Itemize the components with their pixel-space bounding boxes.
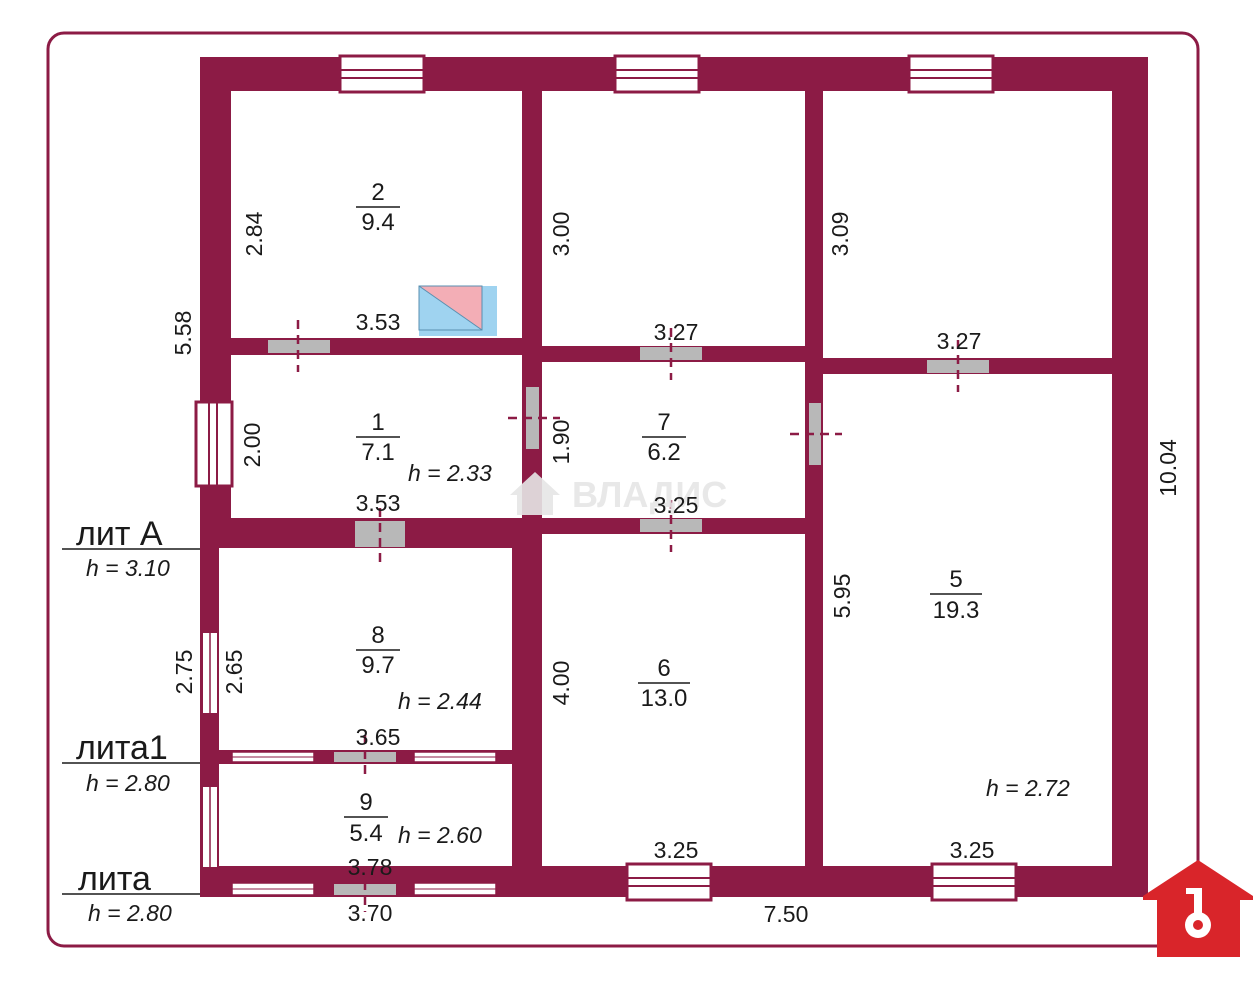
windows [194, 54, 1018, 902]
dim-595: 5.95 [829, 574, 855, 619]
dim-558: 5.58 [170, 311, 196, 356]
outer-frame [46, 31, 1200, 948]
label-lit-a: лита [78, 860, 151, 898]
door-col2-up [640, 347, 702, 360]
dim-275: 2.75 [171, 650, 197, 695]
wall-2-1 [200, 338, 530, 355]
dimensions-horizontal: 3.53 3.27 3.27 3.53 3.25 3.65 3.78 3.70 … [348, 309, 995, 927]
room-1-number: 1 [371, 409, 384, 436]
door-7-6 [640, 519, 702, 532]
door-1-7 [526, 387, 539, 449]
window-8-9-b [413, 751, 497, 763]
dim-284: 2.84 [241, 211, 267, 256]
liter-labels: лит А h = 3.10 лита1 h = 2.80 лита h = 2… [62, 515, 200, 926]
wall-col2-col3 [805, 57, 823, 897]
dim-400: 4.00 [548, 661, 574, 706]
window-top-2 [613, 54, 701, 94]
room-6-area: 13.0 [641, 685, 688, 712]
dim-309: 3.09 [827, 212, 853, 257]
height-room-1: h = 2.33 [408, 460, 492, 486]
room-8-number: 8 [371, 622, 384, 649]
room-5-number: 5 [949, 566, 962, 593]
window-left-1 [194, 400, 234, 488]
dim-365: 3.65 [356, 724, 401, 750]
dimensions-vertical: 2.84 3.00 3.09 5.58 2.00 1.90 10.04 5.95… [170, 211, 1181, 705]
height-room-8: h = 2.44 [398, 688, 482, 714]
dim-370: 3.70 [348, 900, 393, 926]
ceiling-heights: h = 2.33 h = 2.44 h = 2.60 h = 2.72 [398, 460, 1070, 848]
dim-378: 3.78 [348, 854, 393, 880]
stair-block [418, 285, 497, 336]
dim-190: 1.90 [548, 420, 574, 465]
window-left-8 [201, 631, 219, 715]
window-8-9-a [231, 751, 315, 763]
label-lit-a-height: h = 2.80 [88, 900, 172, 926]
dim-1004: 10.04 [1155, 439, 1181, 497]
height-room-9: h = 2.60 [398, 822, 482, 848]
wall-8-6 [512, 540, 542, 897]
room-7-number: 7 [657, 409, 670, 436]
door-2-1 [268, 340, 330, 353]
dim-325b: 3.25 [654, 837, 699, 863]
label-lit-a1: лита1 [76, 729, 168, 767]
door-7-5 [809, 403, 821, 465]
window-bottom-9-b [413, 882, 497, 896]
window-top-1 [338, 54, 426, 94]
room-8-area: 9.7 [361, 652, 394, 679]
dim-327b: 3.27 [937, 328, 982, 354]
dim-265: 2.65 [221, 650, 247, 695]
room-1-area: 7.1 [361, 439, 394, 466]
room-7-area: 6.2 [647, 439, 680, 466]
dim-300: 3.00 [548, 212, 574, 257]
watermark-text: ВЛАДИС [572, 474, 727, 515]
house-key-logo-icon [1143, 860, 1253, 957]
window-top-3 [907, 54, 995, 94]
window-bottom-5 [930, 862, 1018, 902]
dim-750: 7.50 [764, 901, 809, 927]
window-left-9 [201, 785, 219, 869]
dim-200: 2.00 [239, 423, 265, 468]
wall-right [1112, 57, 1148, 897]
dim-325a: 3.25 [654, 492, 699, 518]
room-5-area: 19.3 [933, 597, 980, 624]
label-lit-A: лит А [76, 515, 163, 553]
dim-353b: 3.53 [356, 490, 401, 516]
label-lit-a1-height: h = 2.80 [86, 770, 170, 796]
vladis-watermark-icon: ВЛАДИС [510, 472, 727, 515]
door-markers [296, 320, 960, 912]
dim-353a: 3.53 [356, 309, 401, 335]
room-2-number: 2 [371, 179, 384, 206]
room-2-area: 9.4 [361, 209, 394, 236]
room-6-number: 6 [657, 655, 670, 682]
height-room-5: h = 2.72 [986, 775, 1070, 801]
window-bottom-6 [625, 862, 713, 902]
wall-col1-col2 [522, 57, 542, 547]
room-9-number: 9 [359, 789, 372, 816]
room-9-area: 5.4 [349, 820, 382, 847]
doors [268, 340, 989, 895]
window-bottom-9-a [231, 882, 315, 896]
dim-325c: 3.25 [950, 837, 995, 863]
room-labels: 2 9.4 1 7.1 7 6.2 8 9.7 6 13.0 5 19.3 9 … [344, 179, 982, 847]
door-col3-up [927, 360, 989, 373]
dim-327a: 3.27 [654, 319, 699, 345]
label-lit-A-height: h = 3.10 [86, 555, 170, 581]
